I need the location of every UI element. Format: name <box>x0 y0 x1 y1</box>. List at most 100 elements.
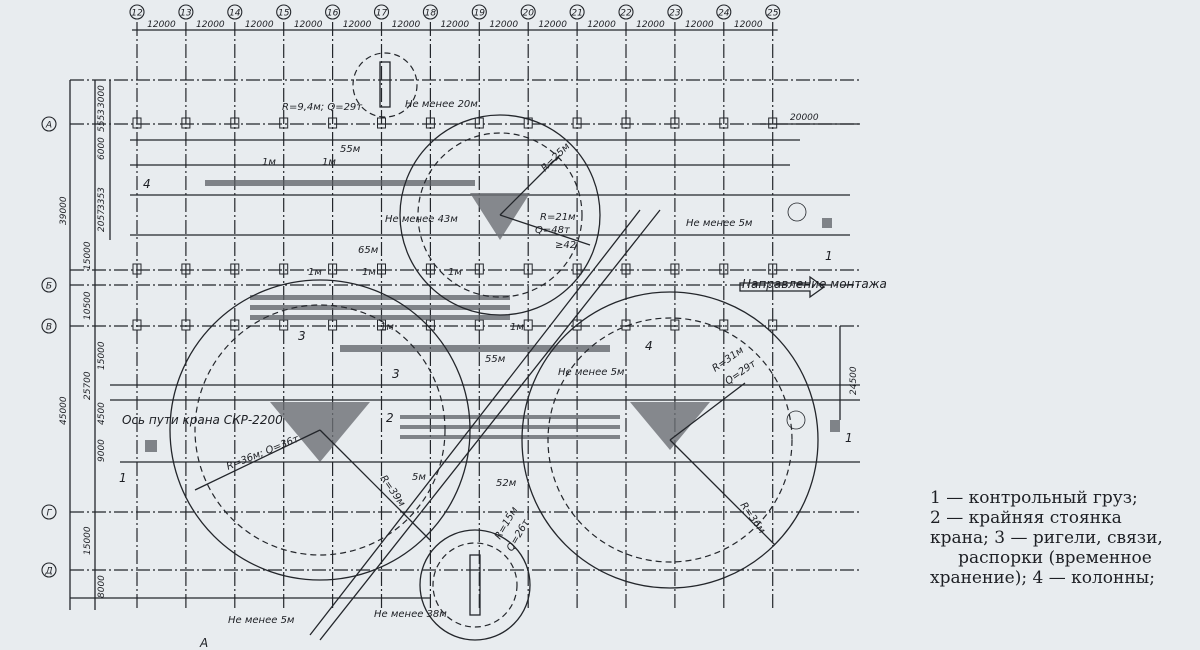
annotation: Не менее 5м <box>558 367 625 378</box>
column-spacing-label: 12000 <box>147 20 176 30</box>
column-footing <box>132 319 142 331</box>
annotation: 1м <box>362 267 376 278</box>
column-footing <box>230 263 240 275</box>
legend-item: крана; 3 — ригели, связи, <box>930 528 1163 548</box>
column-footing <box>670 117 680 129</box>
annotation: 1м <box>308 267 322 278</box>
row-axis-marker <box>41 116 57 132</box>
column-axis-marker <box>569 4 585 20</box>
column-axis-label: 18 <box>425 9 437 19</box>
column-spacing-label: 12000 <box>441 20 470 30</box>
annotation: 1м <box>380 322 394 333</box>
column-axis-label: 15 <box>278 9 290 19</box>
annotation: Не менее 20м <box>405 99 478 110</box>
callout: 1 <box>825 249 833 263</box>
crane-symbols <box>145 61 840 616</box>
annotation: 1м <box>510 322 524 333</box>
stored-columns <box>205 180 620 439</box>
column-footing <box>181 263 191 275</box>
column-spacing-label: 12000 <box>587 20 616 30</box>
column-footing <box>474 117 484 129</box>
installation-direction-label: Направление монтажа <box>742 277 887 291</box>
column-footing <box>425 117 435 129</box>
column-footing <box>230 117 240 129</box>
column-footing <box>132 263 142 275</box>
row-axis-label: Г <box>46 509 52 519</box>
legend-item: распорки (временное <box>958 548 1152 568</box>
column-axis-label: 22 <box>620 9 632 19</box>
dim-label: 39000 <box>59 196 69 225</box>
callout: 3 <box>298 329 306 343</box>
dim-label: 24500 <box>849 366 859 395</box>
column-axis-marker <box>520 4 536 20</box>
dim-label: 9000 <box>97 439 107 462</box>
annotation: 65м <box>358 245 379 256</box>
column-axis-marker <box>471 4 487 20</box>
column-footing <box>572 117 582 129</box>
column-axis-marker <box>716 4 732 20</box>
crane-end-position-icon <box>787 202 807 222</box>
annotation: Не менее 5м <box>686 218 753 229</box>
annotation: Не менее 38м <box>374 609 447 620</box>
legend-item: 2 — крайняя стоянка <box>930 508 1122 528</box>
annotation: 1м <box>448 267 462 278</box>
row-axis-marker <box>41 277 57 293</box>
legend-item: хранение); 4 — колонны; <box>930 568 1155 588</box>
column-footing <box>523 319 533 331</box>
column-axis-marker <box>422 4 438 20</box>
row-axis-label: В <box>46 323 52 333</box>
column-spacing-label: 12000 <box>489 20 518 30</box>
callout: 4 <box>645 339 653 353</box>
dim-label: 3000 <box>97 85 107 108</box>
column-axis-marker <box>765 4 781 20</box>
column-axis-label: 23 <box>669 9 681 19</box>
column-footing <box>328 263 338 275</box>
column-footing <box>719 263 729 275</box>
annotation: 52м <box>496 478 517 489</box>
annotation: 55м <box>340 144 361 155</box>
column-footing <box>181 117 191 129</box>
dim-label: 8000 <box>97 575 107 598</box>
row-axis-label: А <box>45 121 52 131</box>
column-axis-label: 24 <box>718 9 730 19</box>
column-footing <box>572 263 582 275</box>
annotation: 1м <box>322 157 336 168</box>
dim-label: 25700 <box>83 371 93 400</box>
column-footing <box>523 117 533 129</box>
column-footing <box>377 263 386 275</box>
dim-label: 45000 <box>59 396 69 425</box>
control-weight <box>822 218 832 228</box>
column-spacing-label: 12000 <box>734 20 763 30</box>
building-lines <box>70 79 860 599</box>
column-axis-label: 19 <box>474 9 486 19</box>
column-spacing-label: 12000 <box>636 20 665 30</box>
dim-label: 20000 <box>790 113 819 123</box>
row-axis-marker <box>41 318 57 334</box>
column-spacing-label: 12000 <box>294 20 323 30</box>
column-axis-label: 14 <box>229 9 241 19</box>
annotation: Не менее 43м <box>385 214 458 225</box>
crane-outriggers <box>270 193 710 462</box>
column-footing <box>523 263 533 275</box>
column-axis-label: 17 <box>376 9 388 19</box>
column-spacing-label: 12000 <box>538 20 567 30</box>
dim-label: 6000 <box>97 137 107 160</box>
annotation: 1м <box>262 157 276 168</box>
callout: 1 <box>845 431 853 445</box>
column-footing <box>181 319 191 331</box>
annotation: Не менее 5м <box>228 615 295 626</box>
column-spacing-label: 12000 <box>392 20 421 30</box>
column-footing <box>230 319 240 331</box>
annotation: 5м <box>412 472 426 483</box>
dim-label: 5553 <box>97 109 107 132</box>
column-footing <box>768 117 778 129</box>
column-spacing-label: 12000 <box>245 20 274 30</box>
column-axis-marker <box>325 4 341 20</box>
column-footing <box>719 117 729 129</box>
column-footing <box>425 263 435 275</box>
callout: 2 <box>386 411 394 425</box>
row-axis-label: Б <box>46 282 52 292</box>
legend: 1 — контрольный груз; 2 — крайняя стоянк… <box>930 488 1180 588</box>
